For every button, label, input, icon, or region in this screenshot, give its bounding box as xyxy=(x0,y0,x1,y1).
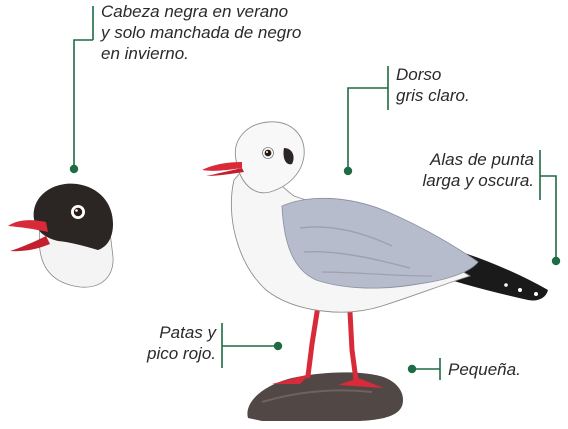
legs-annotation-line-2: pico rojo. xyxy=(147,344,216,363)
head-annotation-line-1: Cabeza negra en verano xyxy=(101,2,289,21)
size-dot xyxy=(407,364,417,374)
back-annotation-line-2: gris claro. xyxy=(396,86,470,105)
legs-leader-line xyxy=(221,323,277,368)
leader-dots xyxy=(69,164,561,374)
size-leader-line xyxy=(412,358,441,380)
head-annotation: Cabeza negra en verano y solo manchada d… xyxy=(101,1,301,64)
size-annotation-line-1: Pequeña. xyxy=(448,360,521,379)
back-annotation: Dorso gris claro. xyxy=(396,64,470,106)
head-dot xyxy=(69,164,79,174)
back-annotation-line-1: Dorso xyxy=(396,65,442,84)
summer-head-drawing xyxy=(8,183,114,288)
leader-lines xyxy=(73,6,557,380)
legs-annotation-line-1: Patas y xyxy=(159,323,216,342)
head-annotation-line-3: en invierno. xyxy=(101,44,189,63)
wings-annotation-line-1: Alas de punta xyxy=(430,150,534,169)
back-dot xyxy=(343,166,353,176)
wings-leader-line xyxy=(539,150,557,260)
wings-annotation-line-2: larga y oscura. xyxy=(422,171,535,190)
legs-dot xyxy=(273,341,283,351)
size-annotation: Pequeña. xyxy=(448,359,521,380)
legs-annotation: Patas y pico rojo. xyxy=(147,322,216,364)
head-leader-line xyxy=(73,6,94,168)
wings-dot xyxy=(551,256,561,266)
back-leader-line xyxy=(347,66,389,170)
gull-drawing xyxy=(202,121,548,388)
head-annotation-line-2: y solo manchada de negro xyxy=(101,23,302,42)
wings-annotation: Alas de punta larga y oscura. xyxy=(423,149,535,191)
rock-drawing xyxy=(247,372,404,421)
